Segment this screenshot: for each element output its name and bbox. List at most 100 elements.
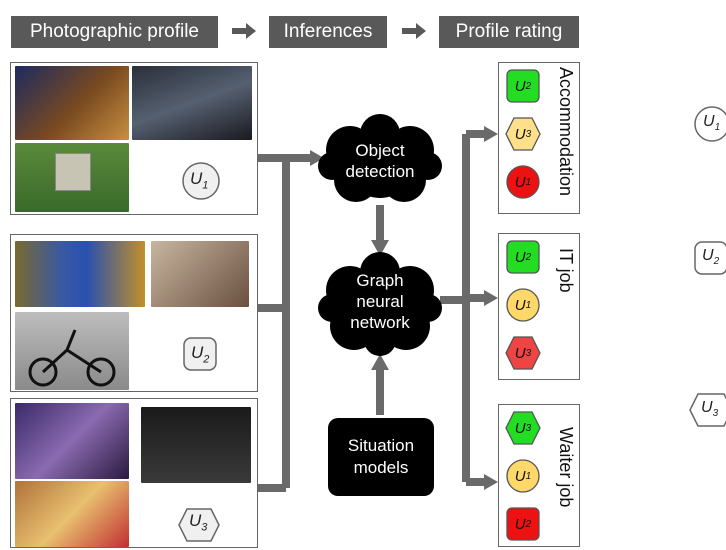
user-index: 1 bbox=[525, 470, 532, 482]
photo-cyclist bbox=[15, 312, 129, 390]
side-badge-u3-shape bbox=[689, 393, 726, 427]
side-badge-u3: U3 bbox=[701, 399, 718, 419]
user-letter: U bbox=[514, 296, 526, 314]
header-profile-rating: Profile rating bbox=[439, 16, 579, 48]
rating-label: Accommodation bbox=[556, 67, 576, 197]
bicycle-icon bbox=[28, 329, 116, 387]
user-index: 3 bbox=[201, 521, 208, 534]
user-letter: U bbox=[191, 343, 204, 362]
profile-panel-u1: U1 bbox=[10, 62, 258, 215]
user-badge-u2-shape bbox=[183, 337, 217, 371]
photo-bottles bbox=[141, 407, 251, 483]
arrowhead-icon bbox=[484, 474, 498, 490]
computer-icon bbox=[55, 153, 91, 191]
user-index: 2 bbox=[525, 518, 532, 530]
object-detection-cloud bbox=[318, 114, 442, 202]
user-index: 1 bbox=[525, 299, 532, 311]
user-index: 3 bbox=[525, 347, 532, 359]
rating-rounded-square-icon bbox=[506, 240, 540, 274]
node-line: Situation bbox=[347, 436, 415, 455]
rating-hexagon-icon bbox=[505, 336, 541, 370]
photo-burger-fries bbox=[15, 481, 129, 547]
header-step3-label: Profile rating bbox=[455, 21, 563, 42]
user-letter: U bbox=[703, 113, 715, 130]
user-letter: U bbox=[190, 169, 203, 188]
user-index: 1 bbox=[525, 176, 532, 188]
rating-hexagon-icon bbox=[505, 117, 541, 151]
rating-rounded-square-icon bbox=[506, 507, 540, 541]
user-letter: U bbox=[514, 467, 526, 485]
header-step2-label: Inferences bbox=[283, 21, 373, 42]
arrowhead-icon bbox=[371, 354, 389, 370]
node-line: Graph bbox=[356, 271, 404, 290]
user-badge-u3-shape bbox=[178, 508, 220, 542]
user-index: 1 bbox=[202, 179, 209, 192]
node-line: neural bbox=[356, 292, 404, 311]
rating-label: Waiter job bbox=[556, 427, 576, 508]
arrowhead-icon bbox=[484, 126, 498, 142]
rating-rounded-square-icon bbox=[506, 69, 540, 103]
rating-hexagon-icon bbox=[505, 411, 541, 445]
graph-neural-network-cloud bbox=[318, 252, 442, 356]
user-index: 3 bbox=[525, 128, 532, 140]
profile-panel-u3: U3 bbox=[10, 398, 258, 548]
graph-neural-network-label: Graph neural network bbox=[330, 270, 430, 333]
node-line: models bbox=[353, 458, 409, 477]
user-badge-u1-shape bbox=[182, 162, 220, 200]
user-letter: U bbox=[702, 247, 714, 264]
photo-party bbox=[15, 403, 129, 479]
right-arrow-icon bbox=[402, 23, 426, 39]
user-index: 2 bbox=[713, 256, 720, 268]
rating-circle-icon bbox=[506, 165, 540, 199]
user-badge-u3: U3 bbox=[189, 511, 207, 533]
user-badge-u1: U1 bbox=[190, 169, 208, 191]
user-letter: U bbox=[701, 399, 713, 416]
user-letter: U bbox=[189, 511, 202, 530]
user-letter: U bbox=[514, 419, 526, 437]
node-line: network bbox=[350, 313, 410, 332]
photo-mona-lisa-variants bbox=[15, 241, 145, 307]
user-index: 3 bbox=[712, 408, 719, 420]
object-detection-label: Object detection bbox=[330, 140, 430, 182]
rating-label: IT job bbox=[556, 248, 576, 293]
node-line: detection bbox=[345, 162, 415, 181]
user-index: 3 bbox=[525, 422, 532, 434]
user-letter: U bbox=[514, 515, 526, 533]
user-index: 2 bbox=[203, 353, 210, 366]
profile-panel-u2: U2 bbox=[10, 234, 258, 392]
rating-circle-icon bbox=[506, 459, 540, 493]
header-step1-label: Photographic profile bbox=[30, 21, 199, 42]
header-photographic-profile: Photographic profile bbox=[11, 16, 218, 48]
arrowhead-icon bbox=[484, 290, 498, 306]
side-badge-u2: U2 bbox=[702, 247, 719, 267]
user-index: 2 bbox=[525, 80, 532, 92]
user-badge-u2: U2 bbox=[191, 343, 209, 365]
side-badge-u2-shape bbox=[694, 241, 726, 275]
arrowhead-icon bbox=[310, 150, 324, 166]
user-letter: U bbox=[514, 344, 526, 362]
side-badge-u1: U1 bbox=[703, 113, 720, 133]
user-index: 1 bbox=[714, 122, 721, 134]
photo-retro-computer bbox=[15, 143, 129, 212]
user-letter: U bbox=[514, 125, 526, 143]
photo-bar-drinks bbox=[15, 66, 129, 140]
situation-models-box: Situation models bbox=[328, 418, 434, 496]
photo-laptop-user bbox=[151, 241, 249, 307]
user-letter: U bbox=[514, 77, 526, 95]
user-letter: U bbox=[514, 248, 526, 266]
user-index: 2 bbox=[525, 251, 532, 263]
arrowhead-icon bbox=[371, 240, 389, 256]
right-arrow-icon bbox=[232, 23, 256, 39]
header-inferences: Inferences bbox=[269, 16, 387, 48]
rating-circle-icon bbox=[506, 288, 540, 322]
